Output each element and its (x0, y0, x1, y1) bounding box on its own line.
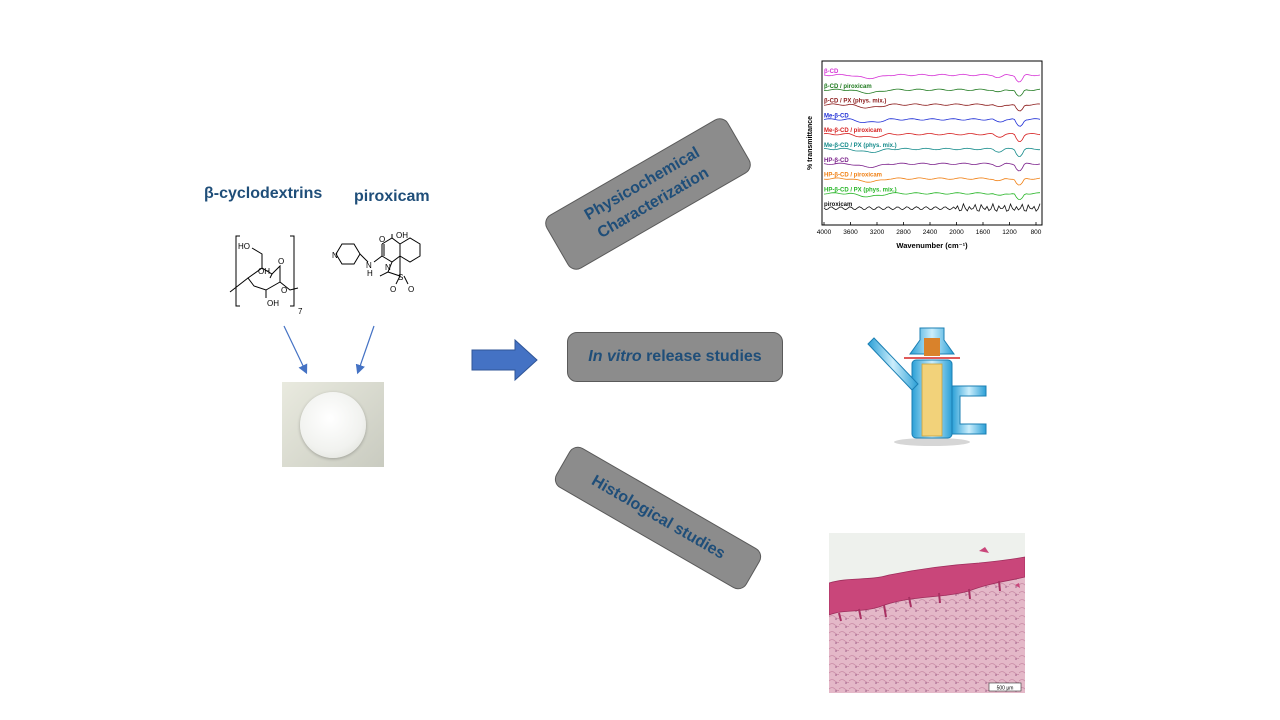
spectrum-trace-5 (823, 147, 1040, 157)
spectrum-trace-8 (823, 192, 1041, 200)
sampling-arm (867, 337, 919, 391)
spectrum-ylabel: % transmittance (807, 116, 814, 170)
epidermis (829, 556, 1025, 616)
block-arrow (471, 338, 538, 382)
cd-oh-label-a: OH (258, 267, 270, 276)
spectrum-trace-6 (823, 162, 1041, 172)
x-tick-label-3: 2800 (896, 229, 911, 236)
px-pyridine-n-label: N (332, 251, 338, 260)
franz-cell-icon (867, 327, 987, 446)
piroxicam-structure: N N H O OH N S O O (332, 232, 421, 294)
px-s-label: S (398, 273, 403, 282)
rete-ridges (838, 580, 1001, 622)
tissue-fragment-a (979, 547, 989, 553)
x-ticks: 4000 3600 3200 2800 2400 2000 1600 1200 800 (817, 222, 1042, 236)
spectrum-series-label-5: Me-β-CD / PX (phys. mix.) (824, 143, 897, 149)
cyclodextrins-title: β-cyclodextrins (204, 185, 323, 202)
spectrum-series-label-4: Me-β-CD / piroxicam (824, 128, 882, 134)
cd-ring-o-label: O (278, 257, 284, 266)
scale-bar-label: 500 µm (997, 686, 1014, 692)
px-o2-label: O (408, 285, 414, 294)
cd-n-label: 7 (298, 307, 303, 315)
px-ring-n-label: N (385, 263, 391, 272)
invitro-box: In vitro release studies (567, 332, 783, 382)
spectrum-trace-9 (823, 202, 1041, 212)
spectrum-series-label-8: HP-β-CD / PX (phys. mix.) (824, 187, 897, 193)
spectrum-series-label-6: HP-β-CD (824, 158, 849, 164)
spectrum-trace-2 (823, 103, 1041, 112)
spectrum-xlabel: Wavenumber (cm⁻¹) (896, 241, 968, 250)
spectrum-series-label-3: Me-β-CD (824, 113, 849, 119)
scale-bar-box (988, 682, 1022, 692)
donor-content (924, 338, 940, 356)
spectrum-frame (821, 60, 1043, 226)
cyclodextrin-structure: HO OH OH O O 7 (229, 235, 303, 315)
tablet-photo (282, 382, 384, 467)
px-carbonyl-o-label: O (379, 235, 385, 244)
cd-link-o-label: O (281, 286, 287, 295)
px-amide-h-label: H (367, 269, 373, 278)
histology-image: 500 µm (829, 533, 1025, 693)
spectrum-trace-3 (823, 118, 1041, 127)
histological-box: Histological studies (551, 443, 765, 593)
x-tick-label-1: 3600 (843, 229, 858, 236)
invitro-rest: release studies (641, 348, 762, 366)
x-tick-label-8: 800 (1031, 229, 1042, 236)
px-amide-n-label: N (366, 261, 372, 270)
spectrum-trace-4 (823, 133, 1041, 143)
tissue-fragment-b (1015, 583, 1020, 588)
cd-ho-label: HO (238, 242, 250, 251)
spectrum-trace-7 (823, 177, 1041, 186)
ftir-spectrum: β-CD β-CD / piroxicam β-CD / PX (phys. mix… (807, 60, 1043, 250)
spectrum-series-label-7: HP-β-CD / piroxicam (824, 173, 882, 179)
spectrum-series-label-2: β-CD / PX (phys. mix.) (824, 99, 886, 105)
spectrum-series-label-9: piroxicam (824, 202, 852, 208)
histological-label: Histological studies (588, 472, 728, 563)
px-o1-label: O (390, 285, 396, 294)
water-jacket (951, 385, 987, 435)
physicochemical-box: Physicochemical Characterization (541, 114, 755, 274)
x-tick-label-2: 3200 (870, 229, 885, 236)
cd-oh-label-b: OH (267, 299, 279, 308)
x-tick-label-4: 2400 (923, 229, 938, 236)
piroxicam-title: piroxicam (354, 188, 430, 205)
spectrum-trace-0 (823, 73, 1041, 83)
spectra-labels: β-CD β-CD / piroxicam β-CD / PX (phys. mix… (824, 69, 897, 208)
tablet-disc (300, 392, 366, 458)
spectrum-series-label-1: β-CD / piroxicam (824, 84, 872, 90)
invitro-italic: In vitro (588, 348, 642, 366)
spectrum-series-label-0: β-CD (824, 69, 839, 75)
spectrum-trace-1 (823, 88, 1041, 97)
x-tick-label-0: 4000 (817, 229, 832, 236)
arrow-px-to-tablet (355, 325, 375, 375)
x-tick-label-6: 1600 (976, 229, 991, 236)
cell-shadow (894, 438, 970, 446)
spectra-group (823, 73, 1041, 212)
arrow-cd-to-tablet (283, 325, 308, 375)
converging-arrows (283, 325, 375, 375)
x-tick-label-5: 2000 (949, 229, 964, 236)
px-oh-label: OH (396, 232, 408, 240)
x-tick-label-7: 1200 (1002, 229, 1017, 236)
receptor-fluid (921, 363, 943, 437)
